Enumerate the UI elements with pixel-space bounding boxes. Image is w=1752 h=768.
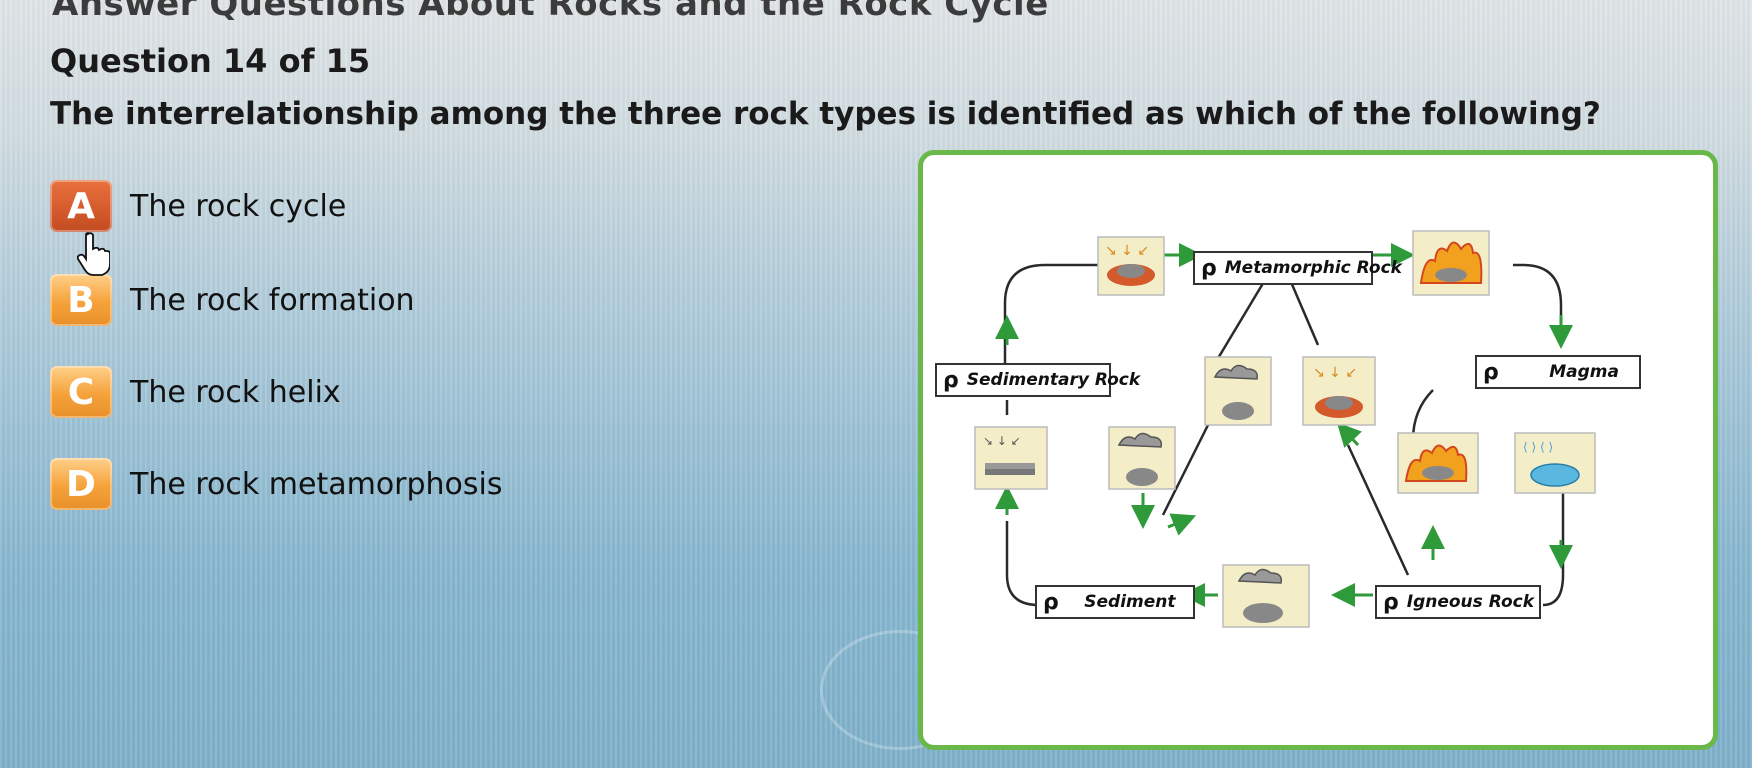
- weathering-cloud-icon: [1222, 564, 1310, 628]
- answer-option-c[interactable]: C The rock helix: [50, 366, 341, 418]
- cooling-icon: ⟨ ⟩ ⟨ ⟩: [1514, 432, 1596, 494]
- label-metamorphic-text: Metamorphic Rock: [1224, 258, 1402, 278]
- answer-letter-a: A: [50, 180, 112, 232]
- weathering-cloud-icon: [1108, 426, 1176, 490]
- path-sedimentary-to-metamorphic: [1003, 263, 1103, 363]
- rock-cycle-diagram: ↘ ↓ ↙ ↘ ↓ ↙ ↘ ↓ ↙: [918, 150, 1718, 750]
- question-number: Question 14 of 15: [50, 42, 371, 80]
- melting-fire-icon: [1397, 432, 1479, 494]
- label-magma-text: Magma: [1549, 362, 1619, 382]
- label-metamorphic-rock: ρ Metamorphic Rock: [1193, 251, 1402, 285]
- magnifier-icon: ρ: [1201, 255, 1217, 281]
- magnifier-icon: ρ: [1043, 589, 1059, 615]
- magnifier-icon: ρ: [1483, 359, 1499, 385]
- answer-text-d: The rock metamorphosis: [130, 466, 503, 502]
- svg-text:↘ ↓ ↙: ↘ ↓ ↙: [1313, 365, 1357, 381]
- label-igneous-text: Igneous Rock: [1406, 592, 1535, 612]
- line-metamorphic-right: [1286, 274, 1320, 346]
- answer-option-d[interactable]: D The rock metamorphosis: [50, 458, 503, 510]
- hand-pointer-icon: [76, 232, 110, 276]
- question-text: The interrelationship among the three ro…: [50, 96, 1601, 132]
- svg-text:↘ ↓ ↙: ↘ ↓ ↙: [1105, 243, 1149, 259]
- path-metamorphic-to-magma: [1513, 263, 1563, 335]
- magnifier-icon: ρ: [1383, 589, 1399, 615]
- arrow-up-diagonal: [1336, 422, 1362, 448]
- label-magma: ρ Magma: [1475, 355, 1641, 389]
- label-sedimentary-text: Sedimentary Rock: [966, 370, 1141, 390]
- label-sedimentary-rock: ρ Sedimentary Rock: [935, 363, 1140, 397]
- label-sediment: ρ Sediment: [1035, 585, 1195, 619]
- melting-fire-icon: [1412, 230, 1490, 296]
- answer-option-a[interactable]: A The rock cycle: [50, 180, 346, 232]
- screen-title: Answer Questions About Rocks and the Roc…: [52, 0, 1049, 24]
- compaction-icon: ↘ ↓ ↙: [974, 426, 1048, 490]
- heat-pressure-icon: ↘ ↓ ↙: [1302, 356, 1376, 426]
- weathering-cloud-icon: [1204, 356, 1272, 426]
- answer-letter-d: D: [50, 458, 112, 510]
- magnifier-icon: ρ: [943, 367, 959, 393]
- svg-text:⟨ ⟩ ⟨ ⟩: ⟨ ⟩ ⟨ ⟩: [1523, 440, 1553, 454]
- answer-text-a: The rock cycle: [130, 188, 347, 224]
- answer-letter-b: B: [50, 274, 112, 326]
- heat-pressure-icon: ↘ ↓ ↙: [1097, 236, 1165, 296]
- label-igneous-rock: ρ Igneous Rock: [1375, 585, 1541, 619]
- rock-cycle-diagram-lines: ↘ ↓ ↙ ↘ ↓ ↙ ↘ ↓ ↙: [974, 230, 1596, 628]
- path-magma-to-igneous: [1542, 455, 1565, 607]
- line-igneous-up: [1346, 444, 1410, 576]
- answer-letter-c: C: [50, 366, 112, 418]
- answer-option-b[interactable]: B The rock formation: [50, 274, 415, 326]
- answer-text-b: The rock formation: [130, 282, 415, 318]
- svg-text:↘ ↓ ↙: ↘ ↓ ↙: [983, 434, 1021, 448]
- answer-text-c: The rock helix: [130, 374, 341, 410]
- line-to-sediment: [1161, 414, 1215, 516]
- arrow-diagonal-sediment: [1167, 513, 1197, 536]
- label-sediment-text: Sediment: [1084, 592, 1176, 612]
